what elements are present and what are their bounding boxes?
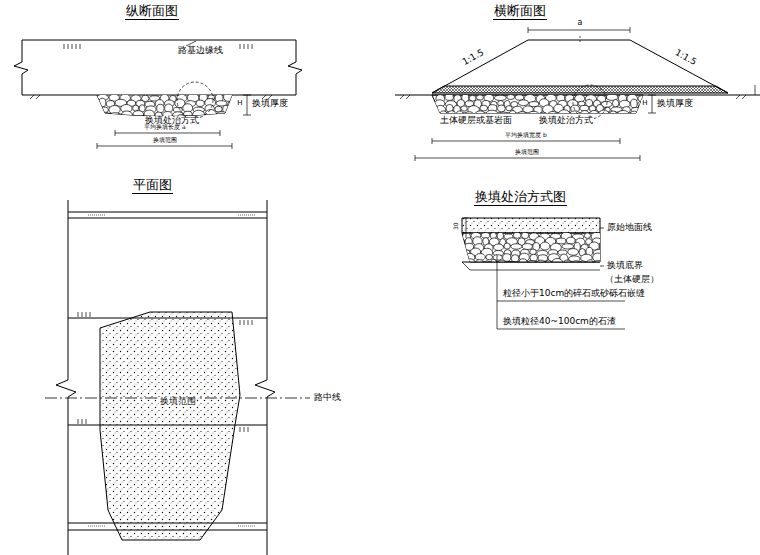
rock [511,244,522,249]
rock [528,260,536,265]
dimension-label: 换填厚度 [656,99,694,109]
rock [537,260,545,266]
rock [227,102,234,107]
dimension-label: 换填厚度 [251,99,289,109]
rock [497,105,505,112]
rock [513,232,521,238]
rock [217,117,223,124]
rock [566,237,575,244]
rock [227,111,236,119]
rock [196,100,204,106]
view-title: 平面图 [132,178,173,194]
rock [491,259,497,268]
dimension-label: 换填范围 [152,137,178,144]
area-label: 换填范围 [159,397,197,407]
centerline-label: 路中线 [313,393,342,403]
rock [133,105,139,111]
rock [476,95,483,100]
layer-note: （土体硬层） [604,275,660,285]
rock [552,258,563,266]
rock [586,260,593,269]
layer-note: 换填底界 [606,261,644,271]
rock [157,104,164,113]
rock [518,100,528,106]
rock [602,238,608,244]
view-title: 纵断面图 [125,4,179,20]
rock [99,98,106,107]
dimension-label: 换填范围 [514,149,540,156]
rock [215,106,222,112]
rock [494,95,506,100]
rock [99,116,106,123]
rock [107,117,117,124]
rock [127,117,138,122]
slope-ratio: 1:1.5 [461,48,488,69]
rock [217,112,227,118]
rock [109,113,120,118]
dimension-symbol: H [641,100,648,108]
rock [210,116,216,121]
rock [609,111,617,118]
material-note: 换填粒径40~100cm的石渣 [502,317,617,327]
rock [506,106,512,111]
rock [630,111,640,118]
rock [638,101,649,108]
rock [612,99,618,107]
view-title: 换填处治方式图 [474,190,567,206]
rock [504,243,510,249]
rock [480,105,488,111]
rock [530,249,537,255]
rock [640,111,649,117]
rock [223,117,230,123]
rock [522,244,532,250]
rock [580,105,589,110]
rock [540,242,550,250]
rock [515,95,523,100]
rock [121,111,132,120]
rock [476,260,484,268]
dimension-label: 平均换填宽度 b [504,132,548,139]
rock [617,110,629,117]
rock [556,238,566,244]
rock [600,244,607,251]
material-note: 粒径小于10cm的碎石或砂砾石嵌缝 [502,289,646,299]
rock [545,260,551,267]
rock [117,116,126,124]
dimension-symbol: H [236,100,243,108]
rock [599,110,609,118]
rock [469,95,476,101]
rock [224,93,234,102]
rock [133,111,144,118]
rock [465,259,475,266]
rock [603,233,612,239]
rock [165,104,173,113]
rock [486,254,493,259]
detail-callout: 换填处治方式 [538,116,594,126]
dimension-label: 平均换填长度 a [143,124,187,131]
rock [584,233,590,238]
rock [507,95,515,100]
rock [494,244,504,251]
layer-note: 原始地面线 [606,223,653,233]
rock [445,94,453,101]
dimension-label: a [577,19,584,28]
rock [231,117,241,123]
rock [594,261,603,267]
rock [568,249,579,256]
rock [497,260,506,268]
dimension-label: 30 [453,221,460,231]
rock [99,107,109,113]
view-title: 横断面图 [493,4,547,20]
rock [97,112,109,118]
rock [517,112,528,119]
rock [461,106,467,111]
layer-note: 土体硬层或基岩面 [439,116,513,126]
rock [562,244,574,249]
rock [563,260,572,267]
rock [631,99,638,108]
line-note: 路基边缘线 [177,46,224,56]
rock [572,261,579,266]
rock [519,259,527,267]
